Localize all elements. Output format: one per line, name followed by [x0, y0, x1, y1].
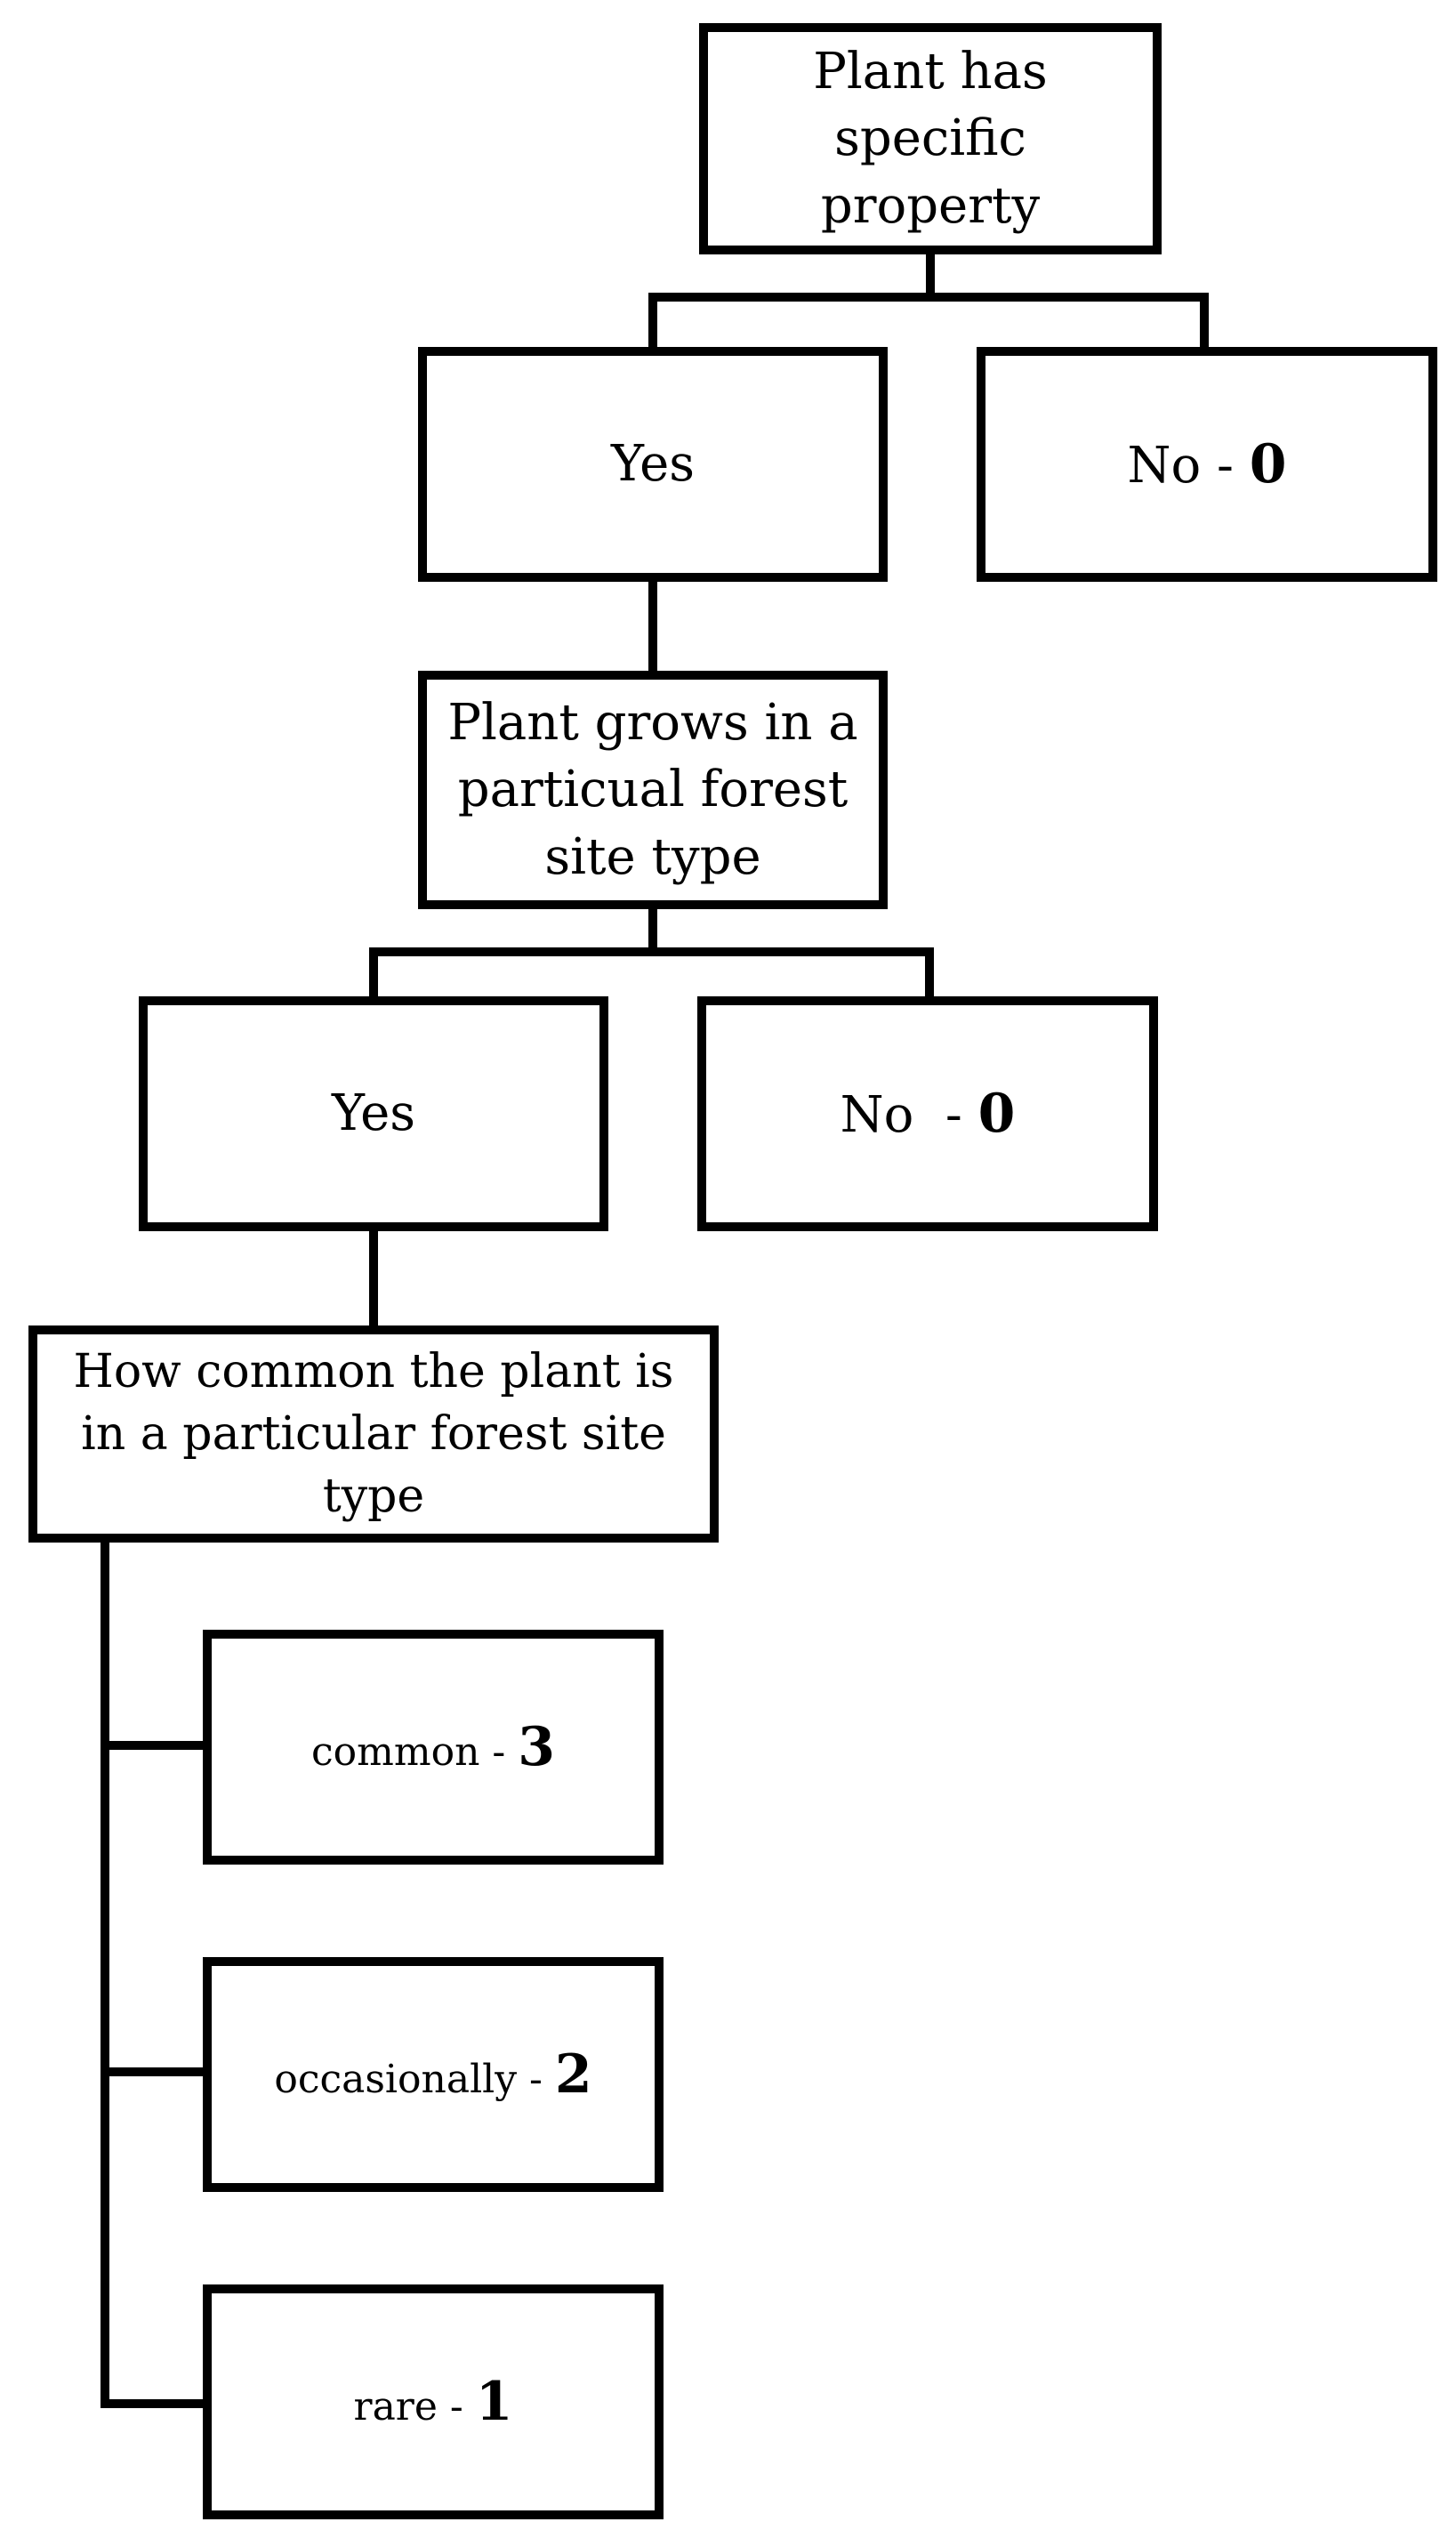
frequency-option-occasionally-label: occasionally - [274, 2056, 555, 2102]
frequency-option-occasionally-text: occasionally - 2 [263, 2039, 602, 2111]
frequency-option-common-label: common - [311, 1728, 519, 1775]
no-node-level2-label: No - [840, 1085, 978, 1144]
no-node-level2-score: 0 [977, 1082, 1016, 1145]
yes-node-level1: Yes [418, 347, 888, 582]
yes-node-level1-text: Yes [611, 435, 695, 494]
root-node-text: Plant has specific property [813, 42, 1048, 235]
frequency-option-rare-score: 1 [475, 2370, 513, 2433]
frequency-question-node: How common the plant is in a particular … [28, 1325, 719, 1543]
frequency-question-text: How common the plant is in a particular … [73, 1344, 674, 1524]
no-node-level1: No - 0 [977, 347, 1437, 582]
frequency-option-rare-label: rare - [353, 2383, 476, 2429]
no-node-level1-score: 0 [1249, 432, 1287, 496]
frequency-option-occasionally: occasionally - 2 [203, 1957, 664, 2192]
yes-node-level2: Yes [139, 996, 608, 1231]
frequency-option-common-text: common - 3 [301, 1712, 566, 1784]
frequency-option-rare-text: rare - 1 [343, 2366, 524, 2438]
frequency-option-common: common - 3 [203, 1630, 664, 1865]
frequency-option-common-score: 3 [518, 1715, 555, 1778]
no-node-level1-text: No - 0 [1117, 429, 1298, 501]
no-node-level2-text: No - 0 [830, 1078, 1026, 1150]
root-node: Plant has specific property [699, 23, 1162, 254]
frequency-option-occasionally-score: 2 [554, 2043, 592, 2106]
no-node-level1-label: No - [1127, 436, 1250, 495]
yes-node-level2-text: Yes [332, 1084, 415, 1143]
site-type-question-node: Plant grows in a particual forest site t… [418, 671, 888, 909]
frequency-option-rare: rare - 1 [203, 2284, 664, 2519]
no-node-level2: No - 0 [697, 996, 1158, 1231]
site-type-question-text: Plant grows in a particual forest site t… [447, 693, 858, 886]
